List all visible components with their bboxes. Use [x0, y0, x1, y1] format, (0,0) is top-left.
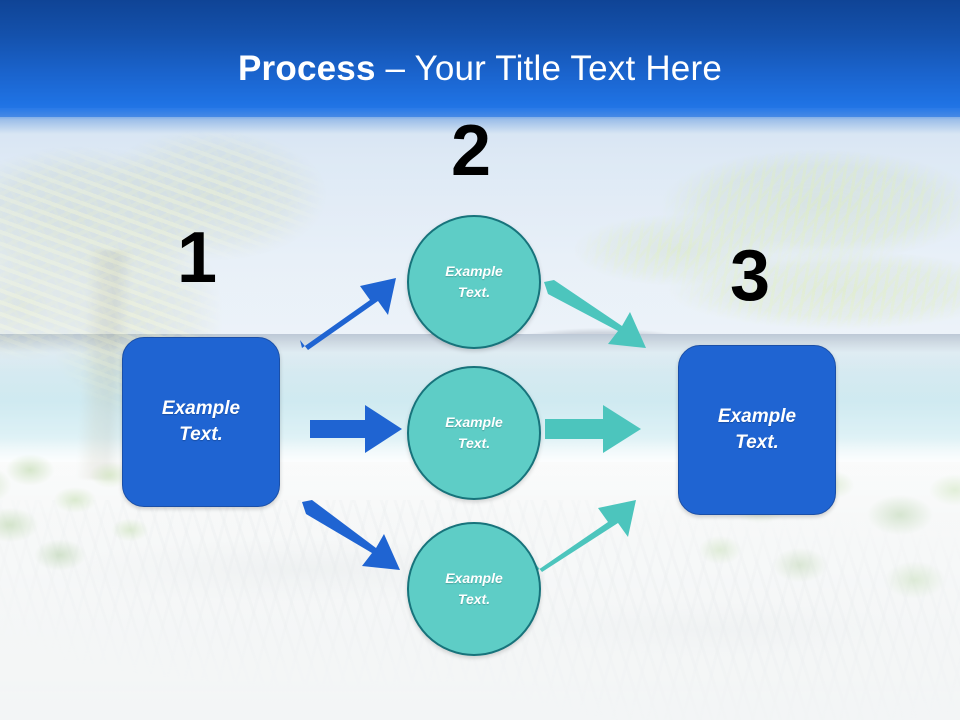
step-number-2: 2 — [450, 111, 492, 191]
title-banner-fade — [0, 108, 960, 134]
arrow-start-to-circle-bottom[interactable] — [300, 500, 408, 576]
arrow-shape — [544, 280, 646, 348]
arrow-start-to-circle-top[interactable] — [300, 278, 404, 350]
arrow-circle-bottom-to-end[interactable] — [534, 498, 650, 574]
arrow-shape — [545, 405, 641, 453]
page-title-bold: Process — [238, 49, 376, 88]
page-title: Process – Your Title Text Here — [0, 48, 960, 90]
step-number-3: 3 — [729, 236, 771, 316]
arrow-circle-middle-to-end[interactable] — [545, 404, 641, 454]
page-title-rest: – Your Title Text Here — [375, 49, 722, 88]
arrow-shape — [310, 405, 402, 453]
arrow-shape — [302, 500, 400, 570]
arrow-shape — [534, 500, 636, 572]
title-banner — [0, 0, 960, 117]
arrow-start-to-circle-middle[interactable] — [310, 403, 402, 455]
arrow-shape — [300, 278, 396, 350]
arrow-circle-top-to-end[interactable] — [542, 280, 654, 352]
step-number-1: 1 — [176, 218, 218, 298]
